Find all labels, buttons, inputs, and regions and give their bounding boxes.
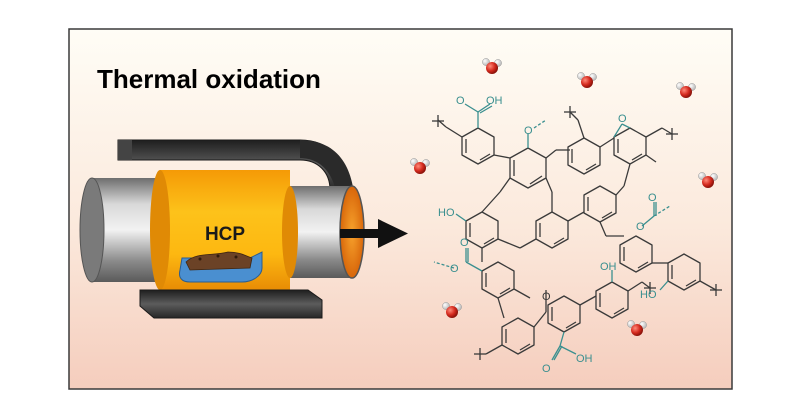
hydroxyl-label: HO [438,207,455,219]
hydroxyl-label: OH [600,261,617,273]
oxidized-hcp-structure [432,103,722,361]
ether-o-label: O [524,125,533,137]
carboxyl-oh-label: OH [486,95,503,107]
xanthene-o-label: O [542,291,551,303]
carboxyl-o-label: O [542,363,551,375]
tube-furnace: HCP [79,139,408,319]
benzene-ring [619,235,653,273]
ester-o-label: O [648,192,657,204]
benzene-ring [667,253,701,291]
hydroxyl-label: HO [640,289,657,301]
ester-o-label: O [450,263,459,275]
figure-title: Thermal oxidation [97,64,321,94]
epoxide-o-label: O [618,113,627,125]
flow-arrow [340,219,408,248]
carboxyl-oh-label: OH [576,353,593,365]
furnace-housing-bottom [139,289,323,319]
carboxyl-o-label: O [456,95,465,107]
ester-o-label: O [460,237,469,249]
ester-o-label: O [636,221,645,233]
sample-label: HCP [205,224,245,245]
structure-labels: O OH O O HO O O O O OH HO O O OH [438,95,657,375]
